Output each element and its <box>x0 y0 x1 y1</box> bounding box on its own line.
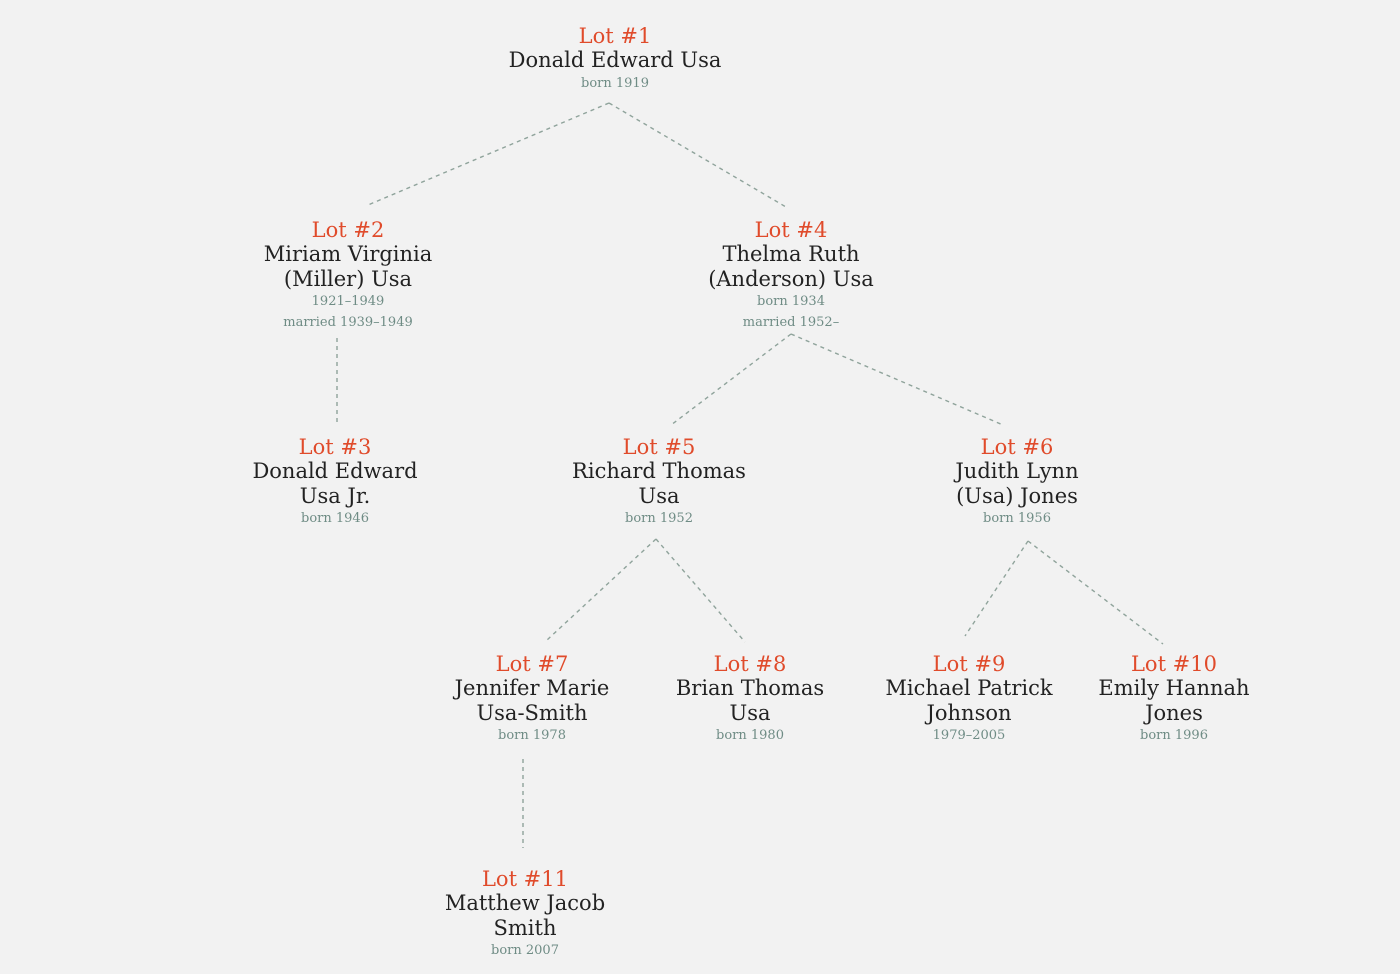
connector-n1-n2 <box>367 102 610 206</box>
person-node-lot-11: Lot #11 Matthew Jacob Smith born 2007 <box>395 867 655 961</box>
person-name: Miriam Virginia (Miller) Usa <box>263 242 433 291</box>
connector-n4-n5 <box>670 333 792 426</box>
marriage-dates: married 1939–1949 <box>283 315 413 330</box>
lot-label: Lot #5 <box>622 435 696 459</box>
lot-label: Lot #1 <box>578 24 652 48</box>
lot-label: Lot #9 <box>932 652 1006 676</box>
connector-n5-n7 <box>546 538 657 641</box>
person-dates: born 1978 <box>498 728 566 743</box>
person-dates: born 1946 <box>301 511 369 526</box>
person-dates: 1979–2005 <box>932 728 1006 743</box>
connector-n1-n4 <box>608 102 787 208</box>
person-name: Donald Edward Usa Jr. <box>252 459 418 508</box>
lot-label: Lot #3 <box>298 435 372 459</box>
person-dates: born 1996 <box>1140 728 1208 743</box>
person-node-lot-6: Lot #6 Judith Lynn (Usa) Jones born 1956 <box>887 435 1147 529</box>
person-node-lot-10: Lot #10 Emily Hannah Jones born 1996 <box>1044 652 1304 746</box>
connector-n5-n8 <box>655 538 746 643</box>
marriage-dates: married 1952– <box>742 315 840 330</box>
person-node-lot-5: Lot #5 Richard Thomas Usa born 1952 <box>529 435 789 529</box>
person-name: Matthew Jacob Smith <box>444 891 606 940</box>
lot-label: Lot #2 <box>311 218 385 242</box>
person-dates: born 1980 <box>716 728 784 743</box>
person-node-lot-3: Lot #3 Donald Edward Usa Jr. born 1946 <box>205 435 465 529</box>
person-node-lot-1: Lot #1 Donald Edward Usa born 1919 <box>485 24 745 94</box>
person-dates: born 1956 <box>983 511 1051 526</box>
person-node-lot-8: Lot #8 Brian Thomas Usa born 1980 <box>620 652 880 746</box>
person-name: Emily Hannah Jones <box>1098 676 1250 725</box>
person-name: Thelma Ruth (Anderson) Usa <box>708 242 874 291</box>
lot-label: Lot #4 <box>754 218 828 242</box>
connector-n6-n10 <box>1027 540 1164 645</box>
person-dates: born 1934 <box>757 294 825 309</box>
person-dates: born 1919 <box>581 75 649 91</box>
person-name: Jennifer Marie Usa-Smith <box>454 676 610 725</box>
person-name: Brian Thomas Usa <box>675 676 825 725</box>
person-name: Donald Edward Usa <box>508 48 722 72</box>
person-dates: 1921–1949 <box>311 294 385 309</box>
lot-label: Lot #6 <box>980 435 1054 459</box>
person-name: Michael Patrick Johnson <box>885 676 1053 725</box>
connector-n4-n6 <box>790 333 1004 426</box>
connector-n6-n9 <box>964 540 1029 637</box>
person-node-lot-9: Lot #9 Michael Patrick Johnson 1979–2005 <box>839 652 1099 746</box>
lot-label: Lot #7 <box>495 652 569 676</box>
person-node-lot-7: Lot #7 Jennifer Marie Usa-Smith born 197… <box>402 652 662 746</box>
person-dates: born 2007 <box>491 943 559 958</box>
person-name: Richard Thomas Usa <box>572 459 746 508</box>
lot-label: Lot #11 <box>481 867 569 891</box>
lot-label: Lot #10 <box>1130 652 1218 676</box>
person-dates: born 1952 <box>625 511 693 526</box>
person-node-lot-2: Lot #2 Miriam Virginia (Miller) Usa 1921… <box>218 218 478 333</box>
lot-label: Lot #8 <box>713 652 787 676</box>
person-node-lot-4: Lot #4 Thelma Ruth (Anderson) Usa born 1… <box>661 218 921 333</box>
person-name: Judith Lynn (Usa) Jones <box>955 459 1079 508</box>
